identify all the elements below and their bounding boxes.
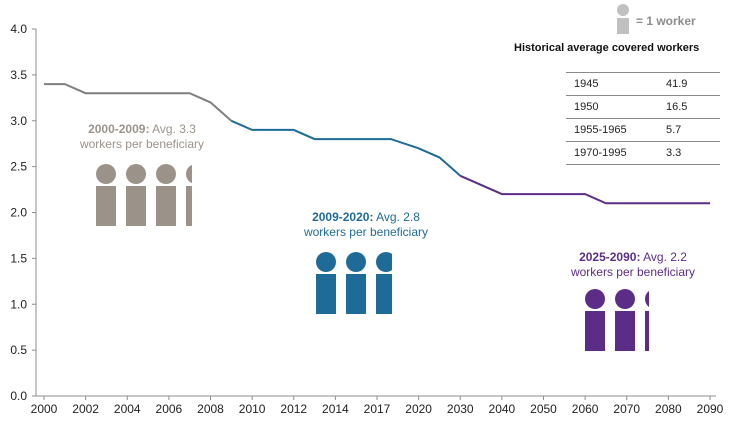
history-period: 1955-1965 [566, 118, 666, 142]
history-period: 1945 [566, 72, 666, 96]
x-tick-label: 2004 [114, 402, 141, 416]
x-tick-label: 2014 [322, 402, 349, 416]
annotation-2025-2090: 2025-2090: Avg. 2.2 workers per benefici… [553, 250, 713, 280]
annotation-average: Avg. 3.3 [149, 122, 196, 136]
x-tick-label: 2000 [31, 402, 58, 416]
history-title: Historical average covered workers [514, 42, 700, 54]
annotation-subtitle: workers per beneficiary [303, 225, 429, 239]
person-icon [316, 252, 336, 314]
y-tick-label: 2.5 [10, 160, 27, 174]
x-tick-label: 2010 [239, 402, 266, 416]
annotation-average: Avg. 2.2 [640, 250, 687, 264]
annotation-subtitle: workers per beneficiary [570, 265, 696, 279]
x-tick-label: 2090 [697, 402, 724, 416]
annotation-period: 2025-2090: [579, 250, 641, 264]
x-tick-label: 2012 [280, 402, 307, 416]
series-segment-2 [459, 174, 710, 205]
x-tick-label: 2020 [405, 402, 432, 416]
x-tick-label: 2050 [530, 402, 557, 416]
legend: = 1 worker [614, 4, 714, 34]
legend-label: = 1 worker [636, 14, 696, 28]
chart-lines [44, 83, 710, 205]
annotation-period: 2009-2020: [312, 210, 374, 224]
person-icon [186, 164, 192, 226]
person-icon [376, 252, 392, 314]
person-icon [96, 164, 116, 226]
annotation-2000-2009: 2000-2009: Avg. 3.3 workers per benefici… [62, 122, 222, 152]
y-tick-label: 1.5 [10, 251, 27, 265]
x-tick-label: 2008 [197, 402, 224, 416]
series-segment-1 [230, 119, 461, 177]
worker-pictograph-2025-2090 [585, 289, 649, 351]
x-tick-label: 2017 [364, 402, 391, 416]
person-icon [126, 164, 146, 226]
x-tick-label: 2070 [613, 402, 640, 416]
annotation-subtitle: workers per beneficiary [79, 137, 205, 151]
history-period: 1950 [566, 95, 666, 119]
y-tick-label: 2.0 [10, 206, 27, 220]
person-icon [617, 4, 629, 34]
person-icon [645, 291, 649, 351]
history-value: 3.3 [666, 141, 720, 165]
worker-pictograph-2009-2020 [316, 252, 392, 314]
y-tick-label: 0.0 [10, 389, 27, 403]
history-period: 1970-1995 [566, 141, 666, 165]
series-segment-0 [44, 83, 232, 122]
history-value: 5.7 [666, 118, 720, 142]
y-tick-label: 3.5 [10, 68, 27, 82]
annotation-2009-2020: 2009-2020: Avg. 2.8 workers per benefici… [286, 210, 446, 240]
person-icon [585, 289, 605, 351]
x-tick-label: 2080 [655, 402, 682, 416]
y-tick-label: 0.5 [10, 343, 27, 357]
x-tick-label: 2002 [72, 402, 99, 416]
chart-axes: 0.0 0.5 1.0 1.5 2.0 2.5 3.0 3.5 4.0 2000 2002 2004 2… [10, 22, 723, 416]
x-tick-label: 2030 [447, 402, 474, 416]
x-tick-label: 2060 [572, 402, 599, 416]
worker-pictograph-2000-2009 [96, 164, 192, 226]
person-icon [615, 289, 635, 351]
history-value: 16.5 [666, 95, 720, 119]
y-tick-label: 1.0 [10, 297, 27, 311]
x-tick-label: 2006 [156, 402, 183, 416]
x-tick-label: 2040 [489, 402, 516, 416]
person-icon [346, 252, 366, 314]
history-value: 41.9 [666, 72, 720, 96]
annotation-average: Avg. 2.8 [373, 210, 420, 224]
person-icon [156, 164, 176, 226]
y-tick-label: 4.0 [10, 22, 27, 36]
annotation-period: 2000-2009: [88, 122, 150, 136]
y-tick-label: 3.0 [10, 114, 27, 128]
